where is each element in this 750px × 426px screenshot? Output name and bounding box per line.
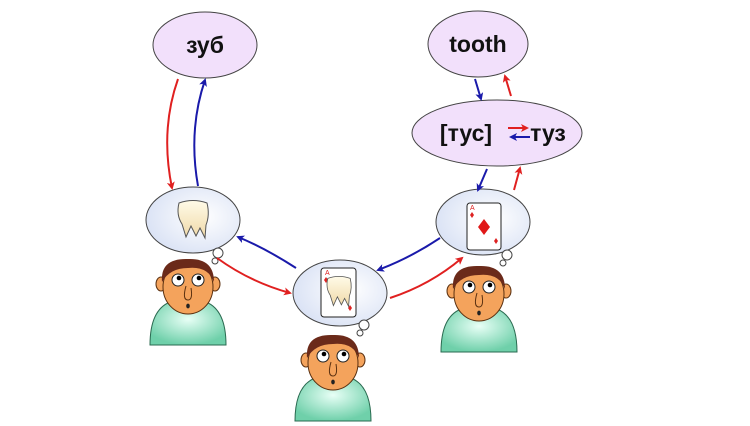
russian-word-label: зуб [186, 32, 224, 58]
thought-bubble-card-tooth: A [292, 259, 388, 337]
arrow-blue [474, 78, 484, 101]
node-sound-ace: [тус] туз [411, 99, 583, 167]
arrow-blue [476, 168, 488, 192]
arrow-red [216, 257, 292, 296]
arrow-blue [236, 235, 297, 269]
ace-card-rank: A [470, 205, 475, 212]
thought-bubble-tooth [145, 186, 241, 265]
person-left [149, 258, 227, 346]
node-english-word: tooth [427, 10, 529, 78]
english-word-label: tooth [449, 31, 506, 57]
arrow-red [166, 78, 179, 190]
arrow-red [513, 166, 523, 191]
person-right [440, 265, 518, 353]
arrow-red [502, 74, 512, 97]
node-russian-word: зуб [152, 11, 258, 79]
arrow-blue [376, 237, 441, 272]
heard-sound-label: [тус] [440, 120, 492, 146]
card-rank: A [325, 270, 330, 277]
person-middle [294, 334, 372, 422]
heard-word-label: туз [530, 120, 566, 146]
diamond-icon [478, 219, 490, 235]
thought-bubble-ace: A [435, 188, 531, 267]
arrow-red [389, 256, 464, 299]
arrow-blue [193, 78, 207, 187]
